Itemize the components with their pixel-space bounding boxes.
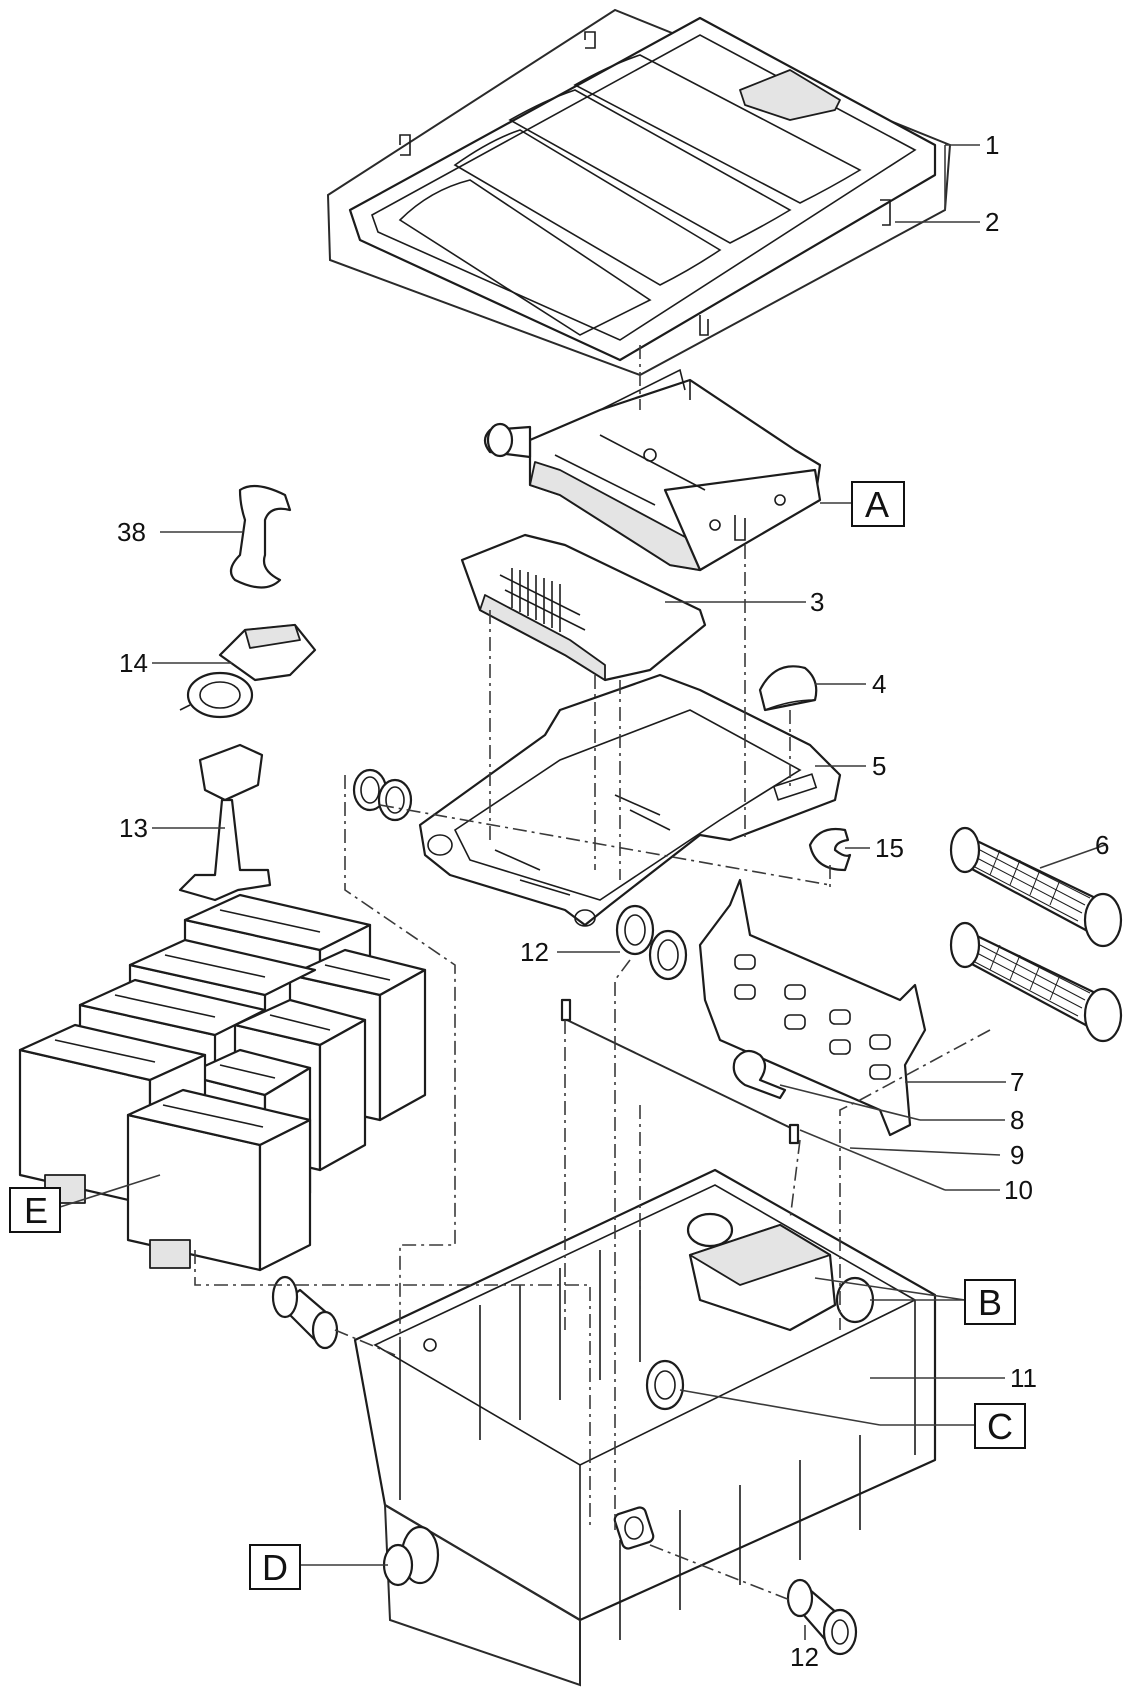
lid-part-1 [326,8,980,377]
side-port [613,1506,655,1550]
handle-part-13 [152,743,272,902]
cap-part-4 [758,665,866,712]
basket-part-3 [460,533,806,682]
spring-part-8 [732,1049,1005,1121]
callout-12-bottom: 12 [790,1642,819,1672]
assembly-guide-lines [194,345,991,1601]
label-a: A [865,484,889,525]
callout-14: 14 [119,648,148,678]
box-c [974,1403,1026,1449]
box-b [964,1279,1016,1325]
filter-brush-part-6 [949,826,1123,1043]
box-e [9,1187,61,1233]
label-e: E [24,1190,48,1231]
callout-4: 4 [872,669,886,699]
outlet-d [300,1525,440,1587]
rings-near-frame [352,768,413,822]
callout-12-upper: 12 [520,937,549,967]
frame-part-5 [418,673,866,927]
callout-13: 13 [119,813,148,843]
callout-2: 2 [985,207,999,237]
callout-6: 6 [1095,830,1109,860]
box-d [249,1544,301,1590]
filter-cartridges-e [18,893,427,1272]
callout-9: 9 [1010,1140,1024,1170]
callout-5: 5 [872,751,886,781]
letter-boxes: A E B C D [9,481,1026,1590]
inner-port-c [645,1359,975,1426]
label-c: C [987,1406,1013,1447]
callout-15: 15 [875,833,904,863]
callout-7: 7 [1010,1067,1024,1097]
pipe-left [271,1275,339,1350]
label-d: D [262,1547,288,1588]
housing-part-11 [353,1168,1005,1687]
uv-unit-b [686,1212,966,1332]
separator-plate-part-7 [698,878,1006,1137]
number-callouts: 1 2 38 3 14 4 5 13 15 6 12 7 8 9 10 11 1… [117,130,1109,1672]
box-a [851,481,905,527]
connector-part-14 [152,623,317,719]
label-b: B [978,1282,1002,1323]
callout-3: 3 [810,587,824,617]
callout-10: 10 [1004,1175,1033,1205]
clip-part-15 [808,827,870,872]
callout-8: 8 [1010,1105,1024,1135]
clip-part-10 [799,1129,1000,1191]
pump-unit-a [483,368,852,572]
pipe-part-12-bottom [786,1578,858,1656]
callout-11: 11 [1010,1363,1037,1393]
callout-1: 1 [985,130,999,160]
clip-part-38 [160,484,292,589]
rod-part-9 [560,998,1001,1156]
rings-part-12-upper [557,904,688,981]
callout-38: 38 [117,517,146,547]
